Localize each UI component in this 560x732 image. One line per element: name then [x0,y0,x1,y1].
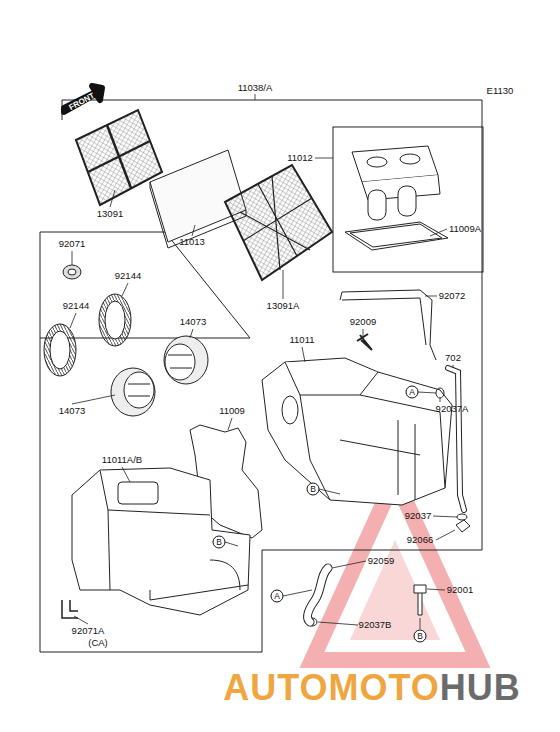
part-number: 13091A [267,301,300,311]
part-number: 92001 [447,585,473,595]
part-number: 92037B [359,620,392,630]
part-number: (CA) [88,638,108,648]
filters [76,110,332,280]
watermark-text: AUTOMOTO [223,670,440,706]
reference-mark: B [307,483,320,496]
housing-upper [262,358,452,505]
part-number: 92037 [405,511,431,521]
strap [340,290,436,360]
direction-label: FRONT [68,92,96,112]
part-number: 13091 [97,209,123,219]
watermark-triangle [312,478,478,660]
reference-mark: B [213,536,226,549]
screw [357,334,372,350]
part-number: 92072 [439,291,465,301]
part-number: 92059 [368,556,394,566]
part-number: 11009A [449,224,481,234]
housing-lower [72,468,250,615]
rings-plugs [44,265,208,416]
part-number: 14073 [180,317,206,327]
part-number: 92009 [350,317,376,327]
part-number: 92037A [436,404,469,414]
part-number: 92066 [407,535,433,545]
part-number: 14073 [59,406,85,416]
leader-lines [70,94,457,629]
clips [307,388,470,626]
part-number: 92071A [72,626,105,636]
part-number: 11012 [287,153,313,163]
part-number: 11011A/B [102,455,142,465]
reference-mark: B [414,630,427,643]
part-number: 702 [445,353,461,363]
part-number: 11013 [179,237,205,247]
reference-mark: A [406,386,419,399]
part-number: 92071 [59,239,85,249]
group-bracket [40,100,483,652]
watermark-text: HUB [440,670,521,706]
hose [448,368,464,510]
elbow [62,600,78,618]
part-number: 92144 [63,301,89,311]
bolt [414,585,426,615]
hose-short [308,568,328,622]
cover-part [345,146,448,250]
part-number: E1130 [487,86,514,96]
reference-mark: A [271,590,284,603]
part-number: 92144 [115,271,141,281]
part-number: 11038/A [238,83,273,93]
part-number: 11009 [219,406,245,416]
front-arrow [64,86,102,112]
part-number: 11011 [289,335,314,345]
